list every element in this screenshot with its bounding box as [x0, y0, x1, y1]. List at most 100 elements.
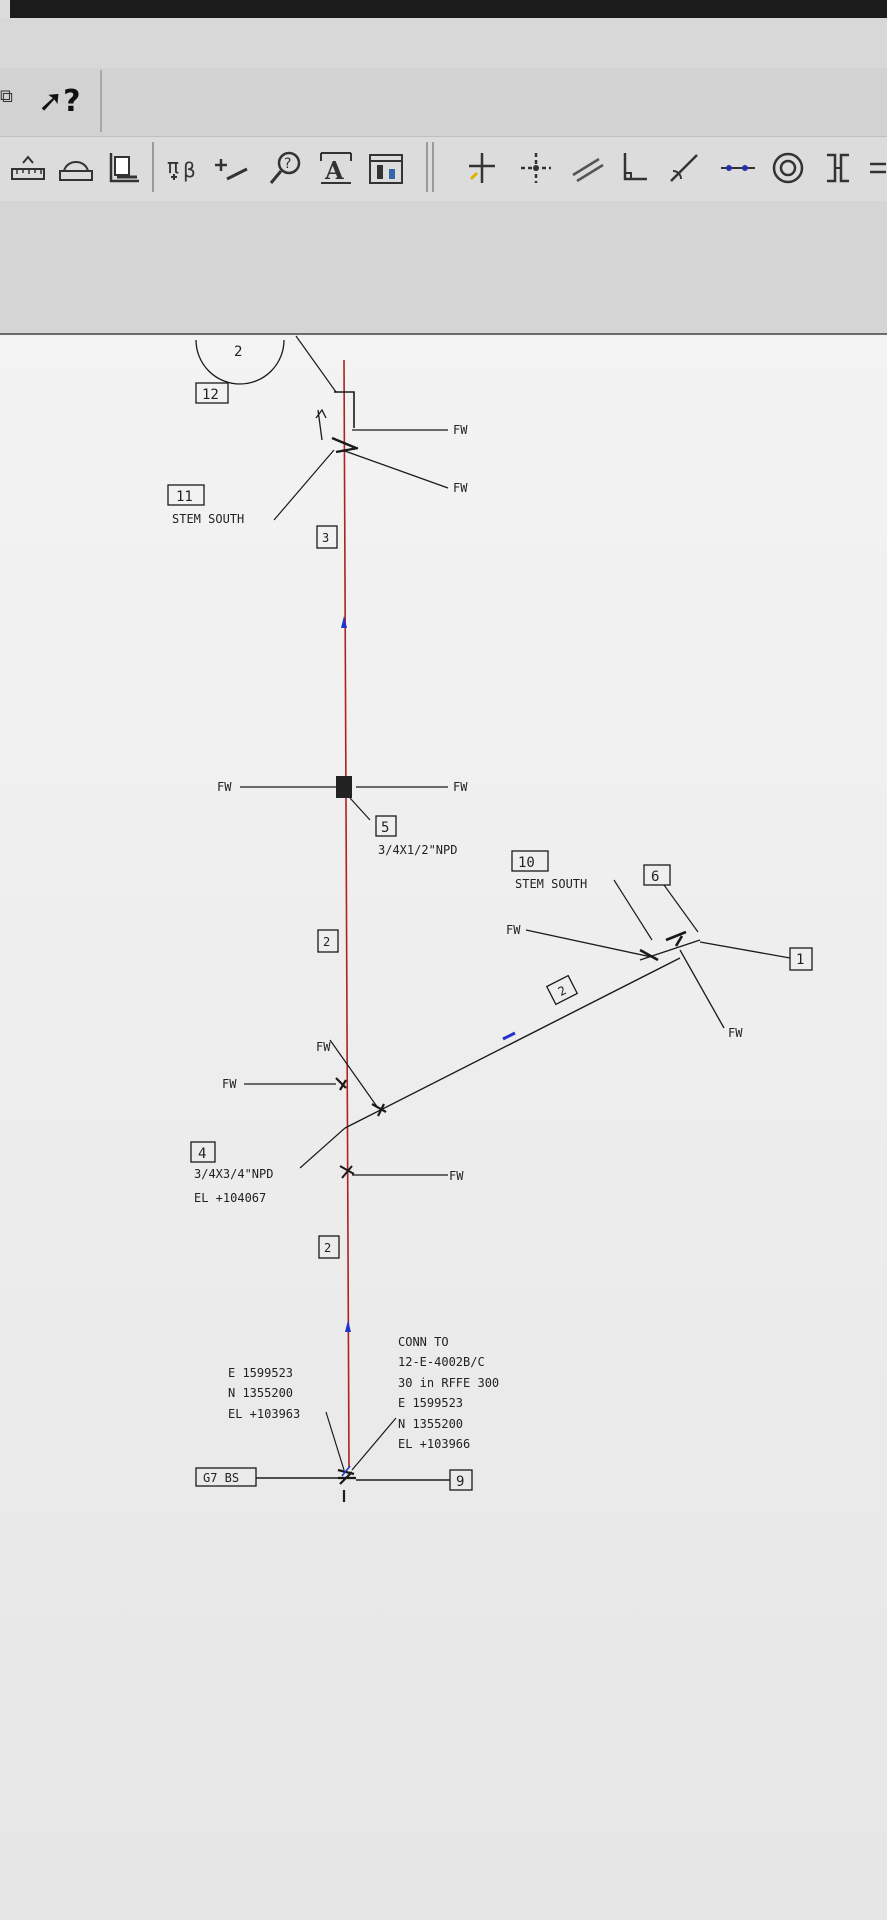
branch-pipe	[344, 957, 681, 1129]
fw-label: FW	[453, 423, 468, 437]
isometric-drawing: 2 12 FW FW 11 STEM SOUTH 3 FW FW 5 3/4X1…	[167, 335, 813, 1502]
fw-leader	[329, 1039, 379, 1109]
bracket-button[interactable]	[818, 146, 858, 190]
tag-box	[375, 815, 397, 837]
node-button[interactable]	[462, 146, 502, 190]
tag-box	[167, 484, 205, 506]
fw-leader	[525, 929, 657, 959]
toolbar-separator	[426, 142, 428, 192]
circle-icon	[772, 152, 804, 184]
segment-box	[317, 929, 339, 953]
segment-2-branch[interactable]: 2	[556, 983, 569, 999]
circle-button[interactable]	[768, 146, 808, 190]
angle-icon	[670, 154, 698, 182]
svg-text:A: A	[324, 156, 344, 185]
arc-measure-button[interactable]	[56, 146, 96, 190]
tag-12[interactable]: 12	[202, 387, 219, 403]
fw-label: FW	[449, 1169, 464, 1183]
junction-fitting	[336, 776, 352, 798]
svg-text:?: ?	[284, 156, 291, 172]
segment-box	[318, 1235, 340, 1259]
weld-mark	[639, 930, 687, 962]
stem-south-label: STEM SOUTH	[172, 512, 244, 526]
tag-box	[190, 1141, 216, 1163]
tag-box	[643, 864, 671, 886]
segment-box	[316, 525, 338, 549]
npd-label: 3/4X3/4"NPD	[194, 1167, 273, 1181]
angle-button[interactable]	[664, 146, 704, 190]
npd-label: 3/4X1/2"NPD	[378, 843, 457, 857]
g7-tag[interactable]: G7 BS	[203, 1471, 239, 1485]
more-button[interactable]	[866, 146, 886, 190]
leader	[699, 941, 791, 959]
tag-1[interactable]: 1	[796, 952, 804, 968]
segment-2-upper[interactable]: 2	[323, 935, 330, 949]
point-add-icon	[215, 159, 248, 181]
conn-line-4: E 1599523	[398, 1396, 463, 1410]
attribute-icon	[369, 154, 403, 184]
flow-arrow	[341, 616, 347, 628]
stem-south-label: STEM SOUTH	[515, 877, 587, 891]
window-top-bar	[0, 0, 887, 18]
leader	[273, 449, 335, 521]
conn-line-3: 30 in RFFE 300	[398, 1376, 499, 1390]
fitting	[334, 391, 355, 428]
select-window-icon[interactable]: ⧉	[0, 86, 13, 107]
nozzle-fitting	[337, 1468, 356, 1502]
fw-label: FW	[506, 923, 521, 937]
context-help-button[interactable]: ➚?	[38, 82, 81, 122]
fw-label: FW	[453, 481, 468, 495]
text-button[interactable]: A	[316, 146, 356, 190]
window-edge	[0, 0, 10, 18]
tag-6[interactable]: 6	[651, 869, 659, 885]
tag-5[interactable]: 5	[381, 820, 389, 836]
query-icon: ?	[269, 151, 301, 184]
weld-mark	[331, 436, 359, 454]
dot-line-button[interactable]	[718, 146, 758, 190]
leader	[325, 1411, 345, 1471]
leader	[299, 1127, 346, 1169]
flow-arrow	[341, 1465, 351, 1477]
parallel-button[interactable]	[568, 146, 608, 190]
tag-11[interactable]: 11	[176, 489, 193, 505]
tag-4[interactable]: 4	[198, 1146, 206, 1162]
measure-button[interactable]	[8, 146, 48, 190]
text-icon: A	[320, 152, 352, 185]
arc-measure-icon	[59, 161, 93, 181]
tag-box	[195, 382, 229, 404]
elbow-icon	[623, 153, 647, 181]
drawing-canvas[interactable]: 2 12 FW FW 11 STEM SOUTH 3 FW FW 5 3/4X1…	[0, 335, 887, 1920]
bracket-icon	[827, 153, 849, 183]
conn-line-5: N 1355200	[398, 1417, 463, 1431]
flow-arrow	[345, 1320, 351, 1332]
query-button[interactable]: ?	[266, 146, 306, 190]
ruler-button[interactable]	[104, 146, 144, 190]
segment-box	[545, 974, 579, 1006]
fw-label: FW	[217, 780, 232, 794]
main-pipe	[343, 359, 350, 1469]
coord-e: E 1599523	[228, 1366, 293, 1380]
tag-10[interactable]: 10	[518, 855, 535, 871]
point-add-button[interactable]	[212, 146, 252, 190]
elbow-button[interactable]	[614, 146, 654, 190]
elevation-label: EL +104067	[194, 1191, 266, 1205]
flow-arrow	[502, 1031, 516, 1041]
cross-button[interactable]	[516, 146, 556, 190]
fw-leader	[341, 449, 449, 489]
toolbar-separator	[152, 142, 154, 192]
attribute-button[interactable]	[366, 146, 406, 190]
weld-mark	[339, 1165, 355, 1179]
info-panel	[0, 201, 887, 335]
segment-3[interactable]: 3	[322, 531, 329, 545]
fw-label: FW	[316, 1040, 331, 1054]
conn-line-6: EL +103966	[398, 1437, 470, 1451]
fw-leader	[679, 949, 725, 1029]
tag-9[interactable]: 9	[456, 1474, 464, 1490]
tag-box	[789, 947, 813, 971]
leader	[613, 879, 653, 941]
segment-2-lower[interactable]: 2	[324, 1241, 331, 1255]
toolbar-separator	[100, 70, 102, 132]
measure-icon	[11, 155, 45, 180]
